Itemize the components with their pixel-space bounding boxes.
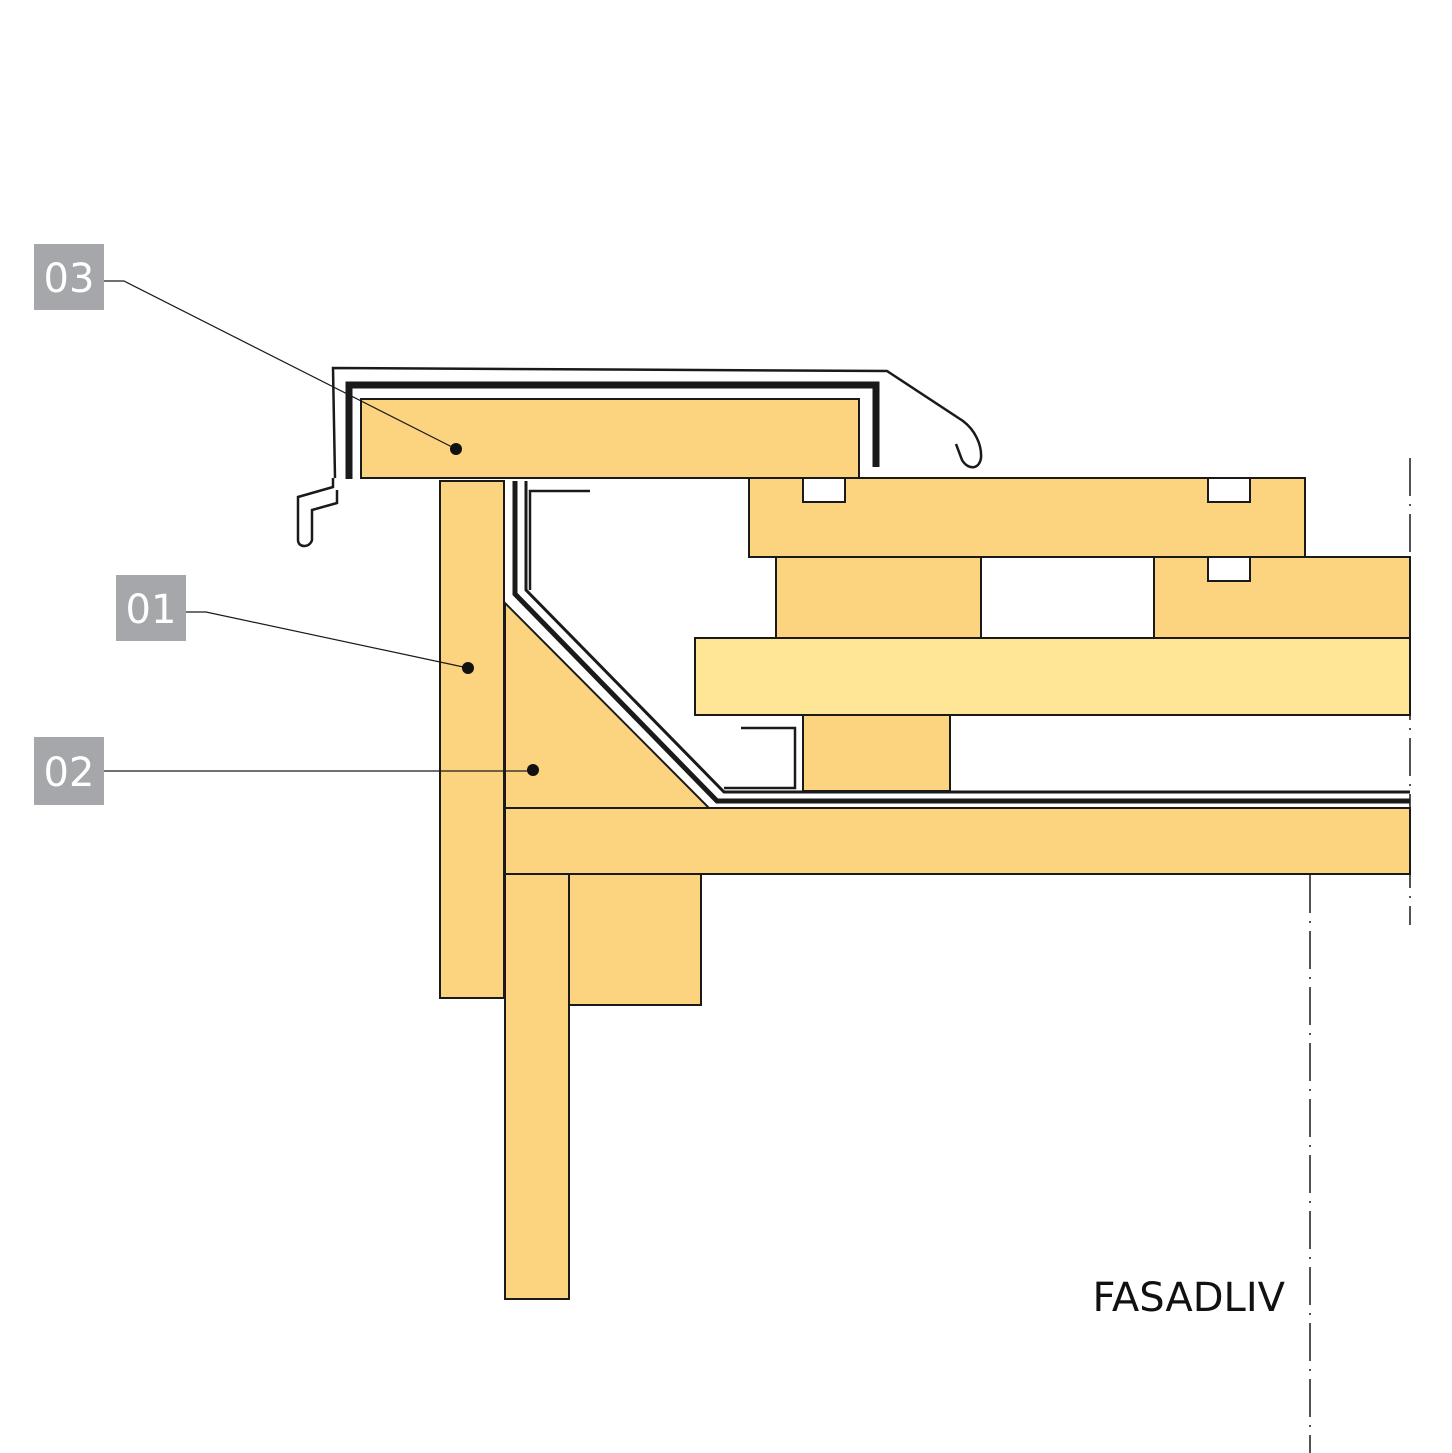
- svg-text:01: 01: [126, 587, 177, 633]
- joist-block: [568, 872, 702, 1006]
- svg-text:02: 02: [44, 750, 95, 796]
- leader-line-01: [186, 611, 469, 669]
- leader-line-03: [104, 280, 457, 450]
- roof-joist: [504, 807, 1411, 875]
- notch: [1207, 477, 1251, 503]
- cant-strip-02: [504, 600, 712, 809]
- batten-mid-left: [775, 556, 982, 639]
- roofing-membrane-inner: [524, 481, 1410, 794]
- batten-mid-right: [1153, 556, 1411, 639]
- wall-stud: [504, 872, 570, 1300]
- leader-dot-01: [462, 662, 474, 674]
- label-02: 02: [34, 737, 104, 805]
- outer-cover-flashing-drip: [296, 478, 339, 548]
- clip-bracket: [528, 489, 590, 590]
- fascia-board-01: [439, 480, 505, 999]
- roofing-membrane: [512, 481, 1410, 804]
- leader-dot-02: [527, 764, 539, 776]
- outer-cover-flashing: [331, 366, 983, 479]
- batten-lower: [802, 713, 951, 792]
- notch: [1207, 556, 1251, 582]
- facade-caption: FASADLIV: [1093, 1275, 1286, 1321]
- cap-board-03: [360, 398, 860, 479]
- inner-flashing: [345, 381, 880, 479]
- roof-board-light: [694, 637, 1411, 716]
- leader-dot-03: [450, 443, 462, 455]
- label-03: 03: [34, 244, 104, 310]
- clip-bracket: [724, 726, 797, 790]
- notch: [802, 477, 846, 503]
- svg-text:03: 03: [44, 256, 95, 302]
- label-01: 01: [116, 575, 186, 641]
